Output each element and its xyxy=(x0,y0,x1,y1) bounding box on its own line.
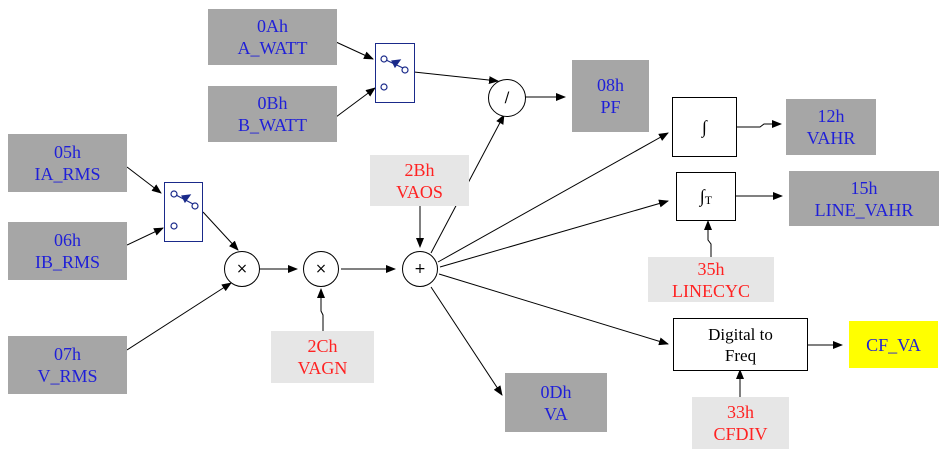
multiplier-2: × xyxy=(303,251,339,287)
multiply-symbol: × xyxy=(315,261,327,277)
wire-a-watt-to-mux xyxy=(335,41,374,60)
current-mux-switch xyxy=(164,182,203,242)
register-vahr: 12h VAHR xyxy=(786,99,876,155)
integral-icon: ∫ xyxy=(702,116,707,137)
register-address: 33h xyxy=(727,402,754,422)
register-name: V_RMS xyxy=(37,366,98,386)
wire-vagn-to-mult2 xyxy=(317,288,325,331)
register-cfdiv: 33h CFDIV xyxy=(692,397,789,449)
wire-mux-to-mult1 xyxy=(202,211,239,251)
register-address: 0Dh xyxy=(540,381,572,402)
multiplier-1: × xyxy=(224,251,260,287)
wire-linecyc-to-line-integrator xyxy=(704,220,712,257)
output-cf-va: CF_VA xyxy=(849,321,938,368)
block-label-line1: Digital to xyxy=(708,324,773,344)
register-name: VAHR xyxy=(806,128,856,148)
register-address: 0Ah xyxy=(257,16,288,36)
wire-adder-to-digital-freq xyxy=(438,273,669,346)
watt-mux-switch xyxy=(375,43,415,103)
multiply-symbol: × xyxy=(236,261,248,277)
register-name: VAGN xyxy=(297,358,348,378)
register-pf: 08h PF xyxy=(572,60,649,132)
register-address: 06h xyxy=(54,230,81,250)
register-ia-rms: 05h IA_RMS xyxy=(8,134,127,192)
wire-integrator-to-vahr xyxy=(737,120,782,128)
integral-icon: ∫ xyxy=(699,186,705,206)
wire-mux-to-divider xyxy=(413,71,499,85)
register-name: IB_RMS xyxy=(34,252,101,272)
wire-adder-to-line-integrator xyxy=(439,199,669,268)
register-name: VA xyxy=(544,403,568,424)
register-name: VAOS xyxy=(396,181,443,202)
register-address: 2Ch xyxy=(307,336,338,356)
register-name: PF xyxy=(600,97,621,117)
register-a-watt: 0Ah A_WATT xyxy=(208,9,337,65)
divide-symbol: / xyxy=(504,90,510,106)
register-name: CFDIV xyxy=(713,424,768,444)
register-b-watt: 0Bh B_WATT xyxy=(208,86,337,142)
register-name: B_WATT xyxy=(238,115,307,135)
register-address: 05h xyxy=(54,142,81,162)
switch-icon xyxy=(380,55,409,91)
register-name: LINE_VAHR xyxy=(814,199,914,220)
add-symbol: + xyxy=(414,261,426,277)
wire-ib-rms-to-mux xyxy=(126,227,164,246)
wire-b-watt-to-mux xyxy=(335,87,376,118)
register-address: 15h xyxy=(850,177,878,198)
divider: / xyxy=(488,79,526,117)
register-v-rms: 07h V_RMS xyxy=(8,336,127,394)
switch-icon xyxy=(170,190,199,230)
integral-subscript: T xyxy=(704,193,713,207)
digital-to-freq-block: Digital to Freq xyxy=(673,318,808,371)
register-address: 12h xyxy=(817,106,845,126)
integrator-block: ∫ xyxy=(672,97,737,157)
register-vagn: 2Ch VAGN xyxy=(271,331,374,383)
line-integrator-block: ∫T xyxy=(676,172,736,221)
register-ib-rms: 06h IB_RMS xyxy=(8,222,127,280)
wire-v-rms-to-mult1 xyxy=(126,282,232,351)
block-label-line2: Freq xyxy=(724,345,757,365)
register-linecyc: 35h LINECYC xyxy=(648,257,774,302)
register-address: 08h xyxy=(597,75,624,95)
register-address: 07h xyxy=(54,344,81,364)
register-address: 35h xyxy=(697,258,725,279)
wire-ia-rms-to-mux xyxy=(126,166,162,194)
register-address: 0Bh xyxy=(257,93,288,113)
register-name: A_WATT xyxy=(237,38,308,58)
register-address: 2Bh xyxy=(404,159,435,180)
register-vaos: 2Bh VAOS xyxy=(370,155,469,206)
register-line-vahr: 15h LINE_VAHR xyxy=(789,171,939,226)
wire-adder-to-va xyxy=(430,286,503,396)
adder: + xyxy=(402,251,438,287)
wire-adder-to-integrator xyxy=(437,132,669,263)
output-label: CF_VA xyxy=(866,334,921,355)
register-va: 0Dh VA xyxy=(505,373,607,432)
register-name: IA_RMS xyxy=(34,164,101,184)
register-name: LINECYC xyxy=(672,280,750,301)
